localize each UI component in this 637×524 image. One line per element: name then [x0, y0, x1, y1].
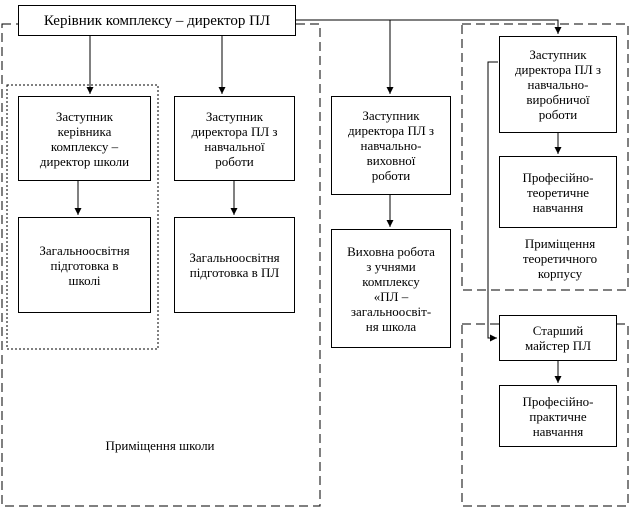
theory-building-label: Приміщення теоретичного корпусу: [522, 236, 598, 281]
deputy-school-box: Заступник керівника комплексу – директор…: [18, 96, 151, 181]
connector-deputy-production-senior-master: [487, 61, 498, 342]
educational-work-box: Виховна робота з учнями комплексу «ПЛ – …: [331, 229, 451, 348]
senior-master-box: Старший майстер ПЛ: [499, 315, 617, 361]
school-deputy-group: [6, 84, 159, 350]
theory-building-region: [461, 23, 629, 291]
deputy-study-box: Заступник директора ПЛ з навчальної робо…: [174, 96, 295, 181]
general-school-box: Загальноосвітня підготовка в школі: [18, 217, 151, 313]
connector-director-deputy-production: [390, 19, 562, 34]
director-box: Керівник комплексу – директор ПЛ: [18, 5, 296, 36]
school-premises-label: Приміщення школи: [105, 438, 215, 453]
general-pl-box: Загальноосвітня підготовка в ПЛ: [174, 217, 295, 313]
deputy-production-box: Заступник директора ПЛ з навчально- виро…: [499, 36, 617, 133]
practice-region: [461, 323, 629, 507]
connector-director-deputy-educational: [296, 19, 394, 94]
deputy-educational-box: Заступник директора ПЛ з навчально- вихо…: [331, 96, 451, 195]
theory-training-box: Професійно- теоретичне навчання: [499, 156, 617, 228]
practical-training-box: Професійно- практичне навчання: [499, 385, 617, 447]
